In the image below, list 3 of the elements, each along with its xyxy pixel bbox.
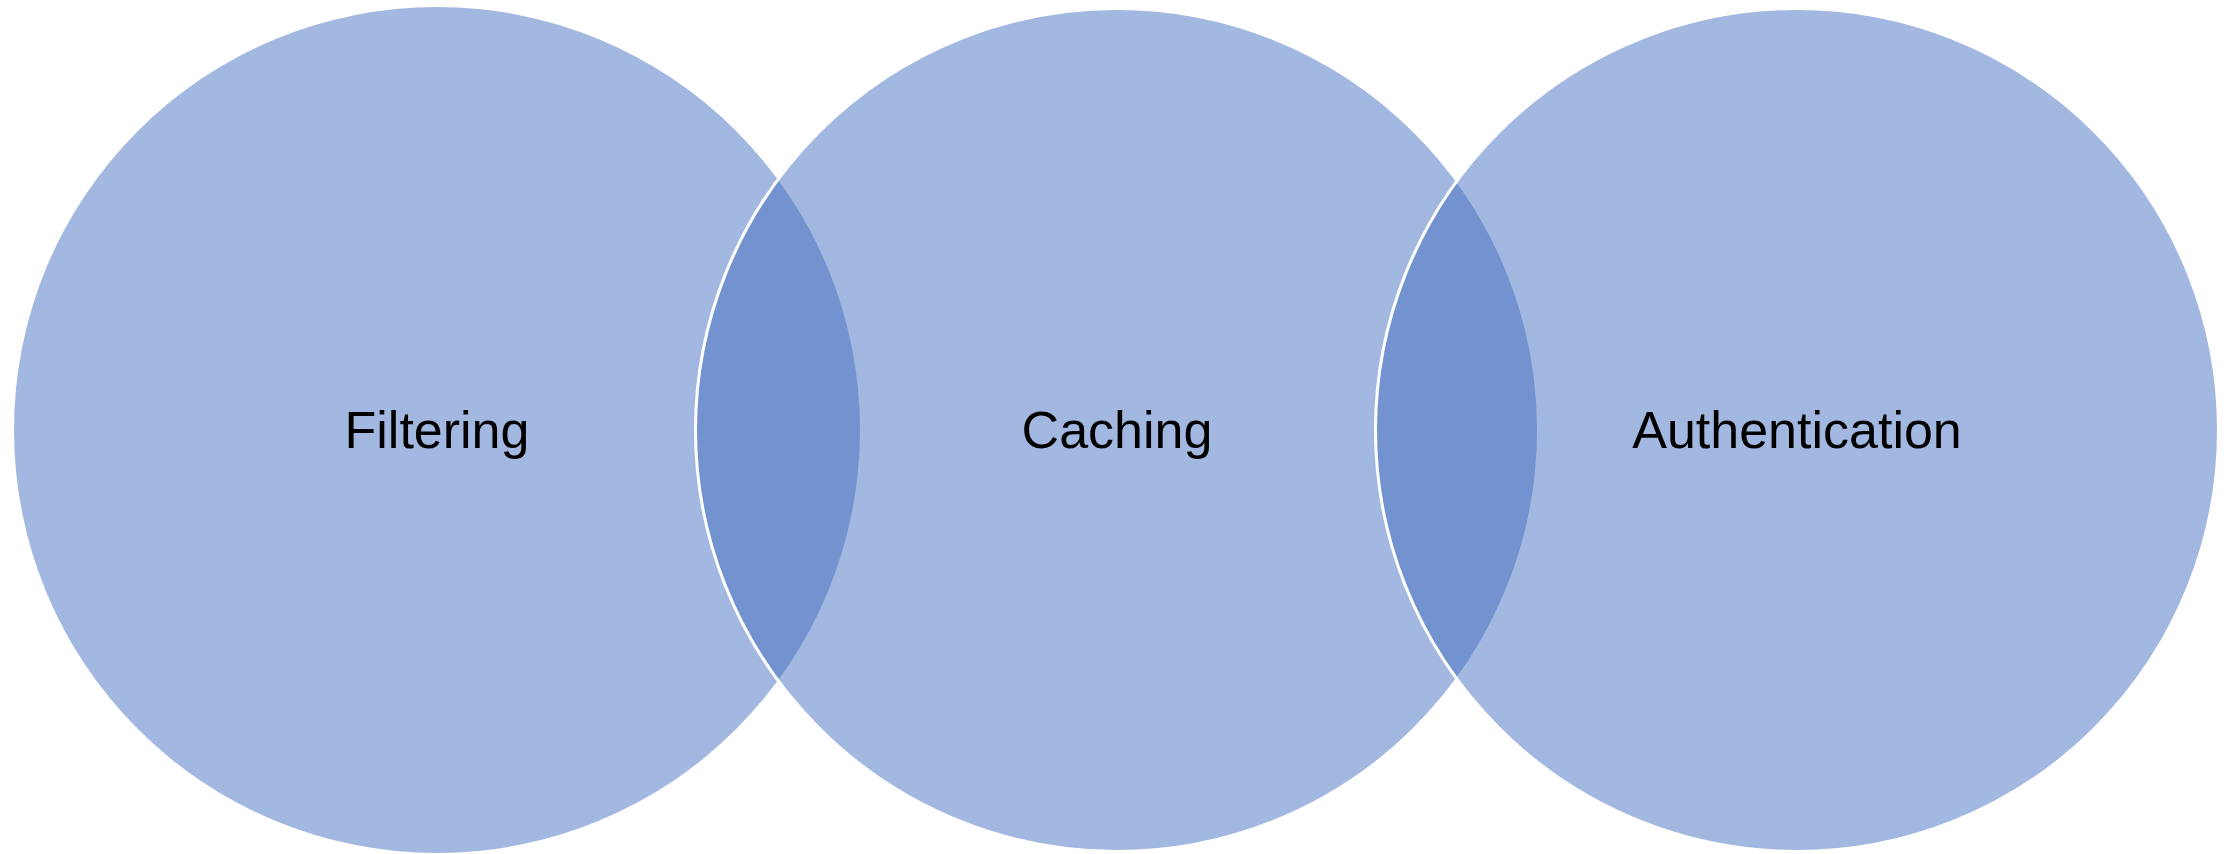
circle-label: Authentication (1632, 400, 1962, 460)
circle-label: Filtering (344, 400, 530, 460)
circle-label: Caching (1021, 400, 1213, 460)
